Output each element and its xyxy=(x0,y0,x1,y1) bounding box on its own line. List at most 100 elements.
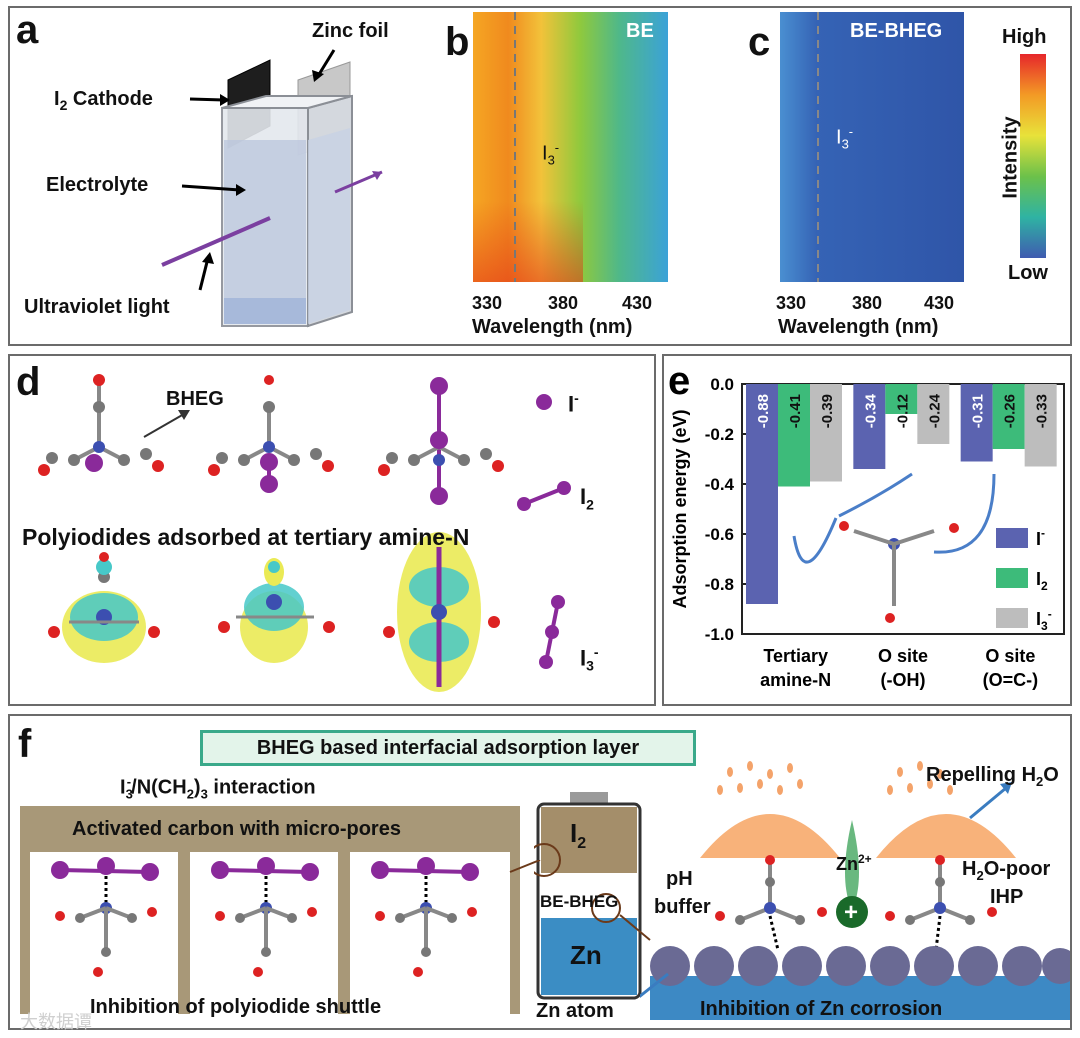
micro-pore-3 xyxy=(350,852,510,1014)
bar-value-label: -0.24 xyxy=(926,393,943,428)
adsorption-structures xyxy=(38,374,571,692)
charge-density-i-minus xyxy=(48,552,160,663)
be-tick-430: 430 xyxy=(622,293,653,313)
bheg-tick-430: 430 xyxy=(924,293,955,313)
pore-molecules xyxy=(51,857,479,977)
x-tick-label: (O=C-) xyxy=(983,670,1039,690)
molecule-i-minus xyxy=(38,374,164,476)
surface-molecule-right xyxy=(885,855,997,951)
bar-value-label: -0.31 xyxy=(970,394,987,428)
h2o-poor-label: H2O-poor xyxy=(962,858,1051,883)
molecule-i3 xyxy=(378,377,504,505)
panel-label-c: c xyxy=(748,20,771,64)
zinc-foil-label: Zinc foil xyxy=(312,20,389,42)
pore-molecule-1 xyxy=(51,857,159,977)
charge-density-i3 xyxy=(383,532,500,692)
bar-value-label: -0.34 xyxy=(862,393,879,428)
bar xyxy=(810,384,842,482)
shuttle-label: Inhibition of polyiodide shuttle xyxy=(90,996,382,1018)
heatmap-be-bheg xyxy=(780,12,964,282)
uv-beam-out xyxy=(334,170,383,194)
surface-molecule-left xyxy=(715,855,827,951)
x-tick-label: O site xyxy=(878,646,928,666)
ph-buffer-label-1: pH xyxy=(666,868,693,890)
water-drops xyxy=(717,761,953,795)
bar xyxy=(960,384,993,462)
legend-i3-text: I3- xyxy=(580,644,599,674)
zn-plus-sign: + xyxy=(844,899,859,926)
x-tick-label: O site xyxy=(985,646,1035,666)
repel-label: Repelling H2O xyxy=(926,764,1059,789)
bar xyxy=(917,384,950,444)
x-tick-label: (-OH) xyxy=(881,670,926,690)
legend-swatch xyxy=(996,608,1028,628)
bar-value-label: -0.33 xyxy=(1034,394,1051,428)
legend-label: I- xyxy=(1036,526,1045,549)
panel-label-d: d xyxy=(16,360,41,404)
panel-label-f: f xyxy=(18,722,32,766)
bheg-tick-330: 330 xyxy=(776,293,807,313)
inset-oxygen-atom xyxy=(949,523,959,533)
inset-arrow-oc xyxy=(933,473,996,554)
legend-label: I3- xyxy=(1036,607,1052,633)
uv-light-label: Ultraviolet light xyxy=(24,296,170,318)
bheg-xlabel: Wavelength (nm) xyxy=(778,316,939,338)
charge-density-i2 xyxy=(218,558,335,663)
colorbar-low: Low xyxy=(1008,262,1048,284)
legend-swatch xyxy=(996,528,1028,548)
pore-molecule-3 xyxy=(371,857,479,977)
zinc-surface-scene xyxy=(640,761,1070,1020)
bar xyxy=(778,384,810,487)
battery-i2-label: I2 xyxy=(570,818,587,853)
battery-zn-label: Zn xyxy=(570,940,602,970)
x-tick-label: amine-N xyxy=(760,670,831,690)
bar-value-label: -0.88 xyxy=(755,394,772,428)
bar-value-label: -0.26 xyxy=(1002,394,1019,428)
ph-buffer-label-2: buffer xyxy=(654,896,711,918)
battery-zn-layer xyxy=(541,918,637,995)
be-tick-330: 330 xyxy=(472,293,503,313)
be-species-label: I3- xyxy=(542,140,560,168)
callout-lines xyxy=(509,860,651,941)
panel-label-b: b xyxy=(445,20,470,64)
bar xyxy=(992,384,1025,449)
legend-i-minus-atom xyxy=(536,394,552,410)
zn2-label: Zn2+ xyxy=(836,852,872,874)
inset-bond xyxy=(853,529,895,546)
colorbar-title: Intensity xyxy=(999,116,1022,199)
bheg-label: BHEG xyxy=(166,388,224,410)
zinc-atoms xyxy=(650,946,1070,986)
bar xyxy=(885,384,918,414)
inset-bond xyxy=(893,529,935,546)
colorbar xyxy=(1020,54,1046,258)
y-tick-label: -0.4 xyxy=(705,475,735,494)
y-axis-label: Adsorption energy (eV) xyxy=(670,409,690,608)
battery-bheg-label: BE-BHEG xyxy=(540,892,619,911)
legend-i2-atoms xyxy=(517,481,571,511)
y-tick-label: 0.0 xyxy=(710,375,734,394)
zn-ion-drop xyxy=(845,820,859,910)
inset-oxygen-atom xyxy=(839,521,849,531)
watermark: 大数据谭 xyxy=(20,1012,92,1032)
inset-arrow-oh xyxy=(838,472,913,518)
bar xyxy=(746,384,778,604)
y-tick-label: -1.0 xyxy=(705,625,734,644)
f-title: BHEG based interfacial adsorption layer xyxy=(256,737,640,759)
battery-i2-layer xyxy=(541,807,637,873)
electrolyte-label: Electrolyte xyxy=(46,174,149,196)
be-tick-380: 380 xyxy=(548,293,579,313)
panel-label-e: e xyxy=(668,359,690,403)
zn-atom-label: Zn atom xyxy=(536,1000,614,1022)
legend-i3-atoms xyxy=(539,595,565,669)
bheg-species-label: I3- xyxy=(836,124,854,152)
d-caption: Polyiodides adsorbed at tertiary amine-N xyxy=(22,524,470,550)
be-xlabel: Wavelength (nm) xyxy=(472,316,633,338)
y-tick-label: -0.8 xyxy=(705,575,734,594)
bar xyxy=(853,384,886,469)
legend-swatch xyxy=(996,568,1028,588)
f-title-box: BHEG based interfacial adsorption layer xyxy=(200,730,696,766)
heatmap-bheg-fill xyxy=(780,12,964,282)
y-tick-label: -0.2 xyxy=(705,425,734,444)
bar xyxy=(1024,384,1057,467)
corrosion-label: Inhibition of Zn corrosion xyxy=(700,998,943,1020)
